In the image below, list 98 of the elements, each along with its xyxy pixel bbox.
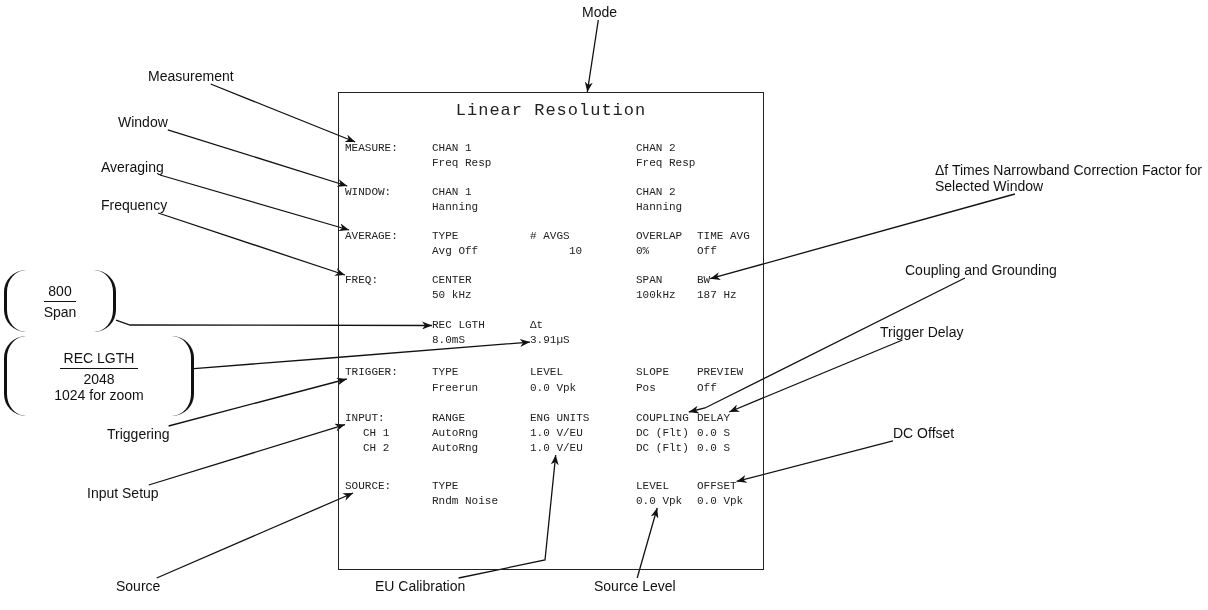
formula-denominator: Span xyxy=(43,303,77,320)
screen-text: PREVIEW xyxy=(697,366,744,379)
screen-field-label: REC LGTH xyxy=(432,319,485,332)
screen-text: 0% xyxy=(636,245,650,258)
screen-text: TYPE xyxy=(432,230,459,243)
screen-text: Pos xyxy=(636,382,656,395)
leader-line xyxy=(148,423,346,486)
formula-numerator: 800 xyxy=(44,282,76,302)
screen-field-label: 0.0 Vpk xyxy=(636,495,683,508)
screen-text: TIME AVG xyxy=(697,230,750,243)
screen-text: AutoRng xyxy=(432,442,479,455)
callout-label: Source Level xyxy=(594,578,676,594)
leader-line xyxy=(167,129,348,187)
leader-line xyxy=(210,83,356,143)
screen-text: OVERLAP xyxy=(636,230,683,243)
screen-text: Off xyxy=(697,245,717,258)
screen-text: DC (Flt) xyxy=(636,427,689,440)
screen-text: LEVEL xyxy=(530,366,563,379)
display-screen xyxy=(338,92,764,570)
screen-text: Freerun xyxy=(432,382,479,395)
screen-text: 0.0 S xyxy=(697,427,730,440)
callout-label: Input Setup xyxy=(87,485,159,501)
leader-line xyxy=(156,492,354,579)
leader-line xyxy=(159,174,350,232)
screen-text: Δt xyxy=(530,319,544,332)
screen-field-label: DELAY xyxy=(697,412,730,425)
screen-text: CH 2 xyxy=(363,442,390,455)
screen-text: CENTER xyxy=(432,274,472,287)
screen-title: Linear Resolution xyxy=(454,101,648,120)
leader-line xyxy=(457,454,559,579)
leader-line xyxy=(157,212,346,276)
screen-field-label: BW xyxy=(697,274,711,287)
screen-text: SLOPE xyxy=(636,366,669,379)
leader-line xyxy=(193,338,531,370)
screen-text: RANGE xyxy=(432,412,465,425)
screen-text: Hanning xyxy=(432,201,479,214)
formula-denominator: 1024 for zoom xyxy=(54,386,144,403)
leader-line xyxy=(728,339,904,413)
screen-text: SPAN xyxy=(636,274,663,287)
screen-field-label: SOURCE: xyxy=(345,480,392,493)
callout-label: Source xyxy=(116,578,161,594)
screen-text: Rndm Noise xyxy=(432,495,498,508)
screen-text: 0.0 S xyxy=(697,442,730,455)
leader-line xyxy=(688,277,966,414)
screen-text: # AVGS xyxy=(530,230,570,243)
screen-text: 8.0mS xyxy=(432,334,465,347)
formula-numerator: REC LGTH xyxy=(59,349,139,369)
screen-text: 10 xyxy=(569,245,583,258)
callout-label: Mode xyxy=(582,4,618,20)
screen-text: TYPE xyxy=(432,480,459,493)
screen-text: Hanning xyxy=(636,201,683,214)
screen-text: CH 1 xyxy=(363,427,390,440)
screen-text: CHAN 2 xyxy=(636,142,676,155)
screen-text: AutoRng xyxy=(432,427,479,440)
leader-line xyxy=(167,377,348,427)
screen-field-label: INPUT: xyxy=(345,412,385,425)
formula-denominator: 2048 xyxy=(83,370,115,387)
screen-text: ENG UNITS xyxy=(530,412,590,425)
screen-text: LEVEL xyxy=(636,480,669,493)
screen-field-label: 3.91µS xyxy=(530,334,570,347)
callout-label: Δf Times Narrowband Correction Factor for Selected Window xyxy=(935,162,1208,194)
screen-field-label: FREQ: xyxy=(345,274,378,287)
screen-text: 187 Hz xyxy=(697,289,737,302)
screen-field-label: MEASURE: xyxy=(345,142,398,155)
screen-text: Freq Resp xyxy=(432,157,492,170)
screen-text: Freq Resp xyxy=(636,157,696,170)
callout-label: Measurement xyxy=(148,68,234,84)
callout-label: EU Calibration xyxy=(375,578,466,594)
screen-text: 0.0 Vpk xyxy=(697,495,744,508)
leader-line xyxy=(636,507,659,579)
screen-text: 0.0 Vpk xyxy=(530,382,577,395)
callout-label: Triggering xyxy=(107,426,170,442)
callout-label: Frequency xyxy=(101,197,168,213)
screen-field-label: AVERAGE: xyxy=(345,230,398,243)
screen-text: Off xyxy=(697,382,717,395)
leader-line xyxy=(584,19,599,93)
screen-text: DC (Flt) xyxy=(636,442,689,455)
screen-text: 50 kHz xyxy=(432,289,472,302)
screen-text: 1.0 V/EU xyxy=(530,427,583,440)
screen-field-label: OFFSET xyxy=(697,480,737,493)
callout-label: DC Offset xyxy=(893,425,955,441)
screen-text: Avg Off xyxy=(432,245,479,258)
leader-line xyxy=(115,319,433,330)
leader-line xyxy=(709,193,1016,280)
screen-text: CHAN 1 xyxy=(432,142,472,155)
screen-text: TYPE xyxy=(432,366,459,379)
screen-field-label: COUPLING xyxy=(636,412,689,425)
leader-line xyxy=(735,440,894,483)
screen-text: CHAN 2 xyxy=(636,186,676,199)
callout-label: Trigger Delay xyxy=(880,324,964,340)
screen-text: CHAN 1 xyxy=(432,186,472,199)
screen-field-label: WINDOW: xyxy=(345,186,392,199)
callout-label: Coupling and Grounding xyxy=(905,262,1057,278)
screen-text: 100kHz xyxy=(636,289,676,302)
callout-label: Averaging xyxy=(101,159,164,175)
screen-field-label: 1.0 V/EU xyxy=(530,442,583,455)
callout-label: Window xyxy=(118,114,168,130)
screen-field-label: TRIGGER: xyxy=(345,366,398,379)
